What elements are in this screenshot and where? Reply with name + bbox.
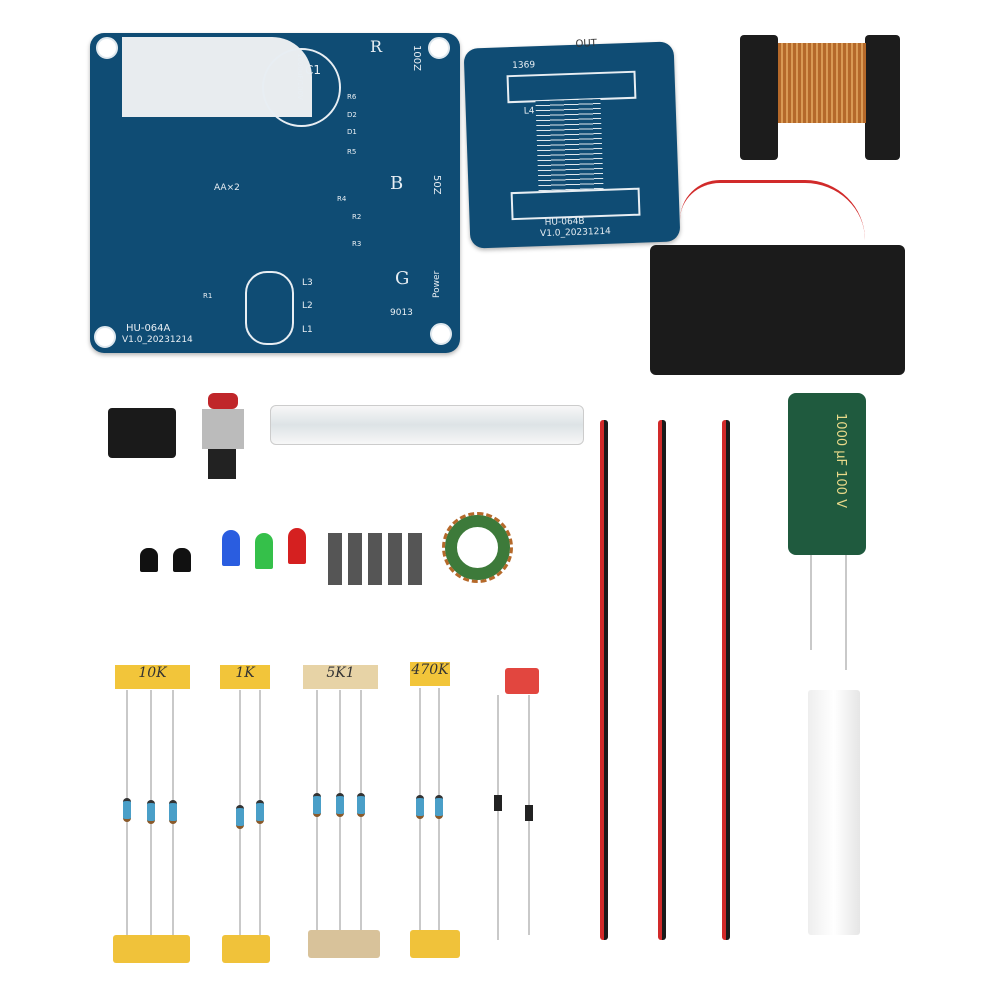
board-b-version: V1.0_20231214: [539, 226, 612, 240]
power-label: Power: [432, 270, 442, 298]
toroid-coil: [442, 512, 513, 583]
wire-red-black: [722, 420, 730, 940]
header-top: [506, 70, 637, 104]
cap-lead: [845, 555, 847, 670]
resistor: [123, 798, 131, 822]
glass-tube: [270, 405, 584, 445]
coil-footprint: [245, 271, 294, 345]
led-blue: [222, 530, 240, 566]
led-r-code: 100Z: [411, 45, 422, 71]
resistor: [336, 793, 344, 817]
cap-lead: [810, 555, 812, 650]
push-button: [200, 393, 245, 508]
battery-holder: [650, 245, 905, 375]
resistor-label-r2: R2: [352, 213, 362, 221]
resistor: [416, 795, 424, 819]
transformer: [740, 35, 900, 165]
resistor: [147, 800, 155, 824]
tape-foot: [222, 935, 270, 963]
resistor-label-r6: R6: [347, 93, 357, 101]
tag-1k: 1K: [220, 665, 270, 689]
transistor: [140, 548, 158, 572]
coil-l4-label: L4: [523, 106, 535, 117]
mount-hole: [96, 37, 118, 59]
diode: [494, 795, 502, 811]
ferrite-beads: [328, 533, 424, 585]
wire-red-black: [600, 420, 608, 940]
transistor: [173, 548, 191, 572]
resistor: [313, 793, 321, 817]
board-a-version: V1.0_20231214: [122, 335, 193, 345]
resistor: [357, 793, 365, 817]
header-bottom: [510, 187, 641, 221]
tag-470k: 470K: [410, 662, 450, 686]
led-red: [288, 528, 306, 564]
coil-label-l3: L3: [302, 278, 313, 288]
tape-foot: [113, 935, 190, 963]
cap-label: C1: [305, 63, 322, 77]
diode-label-d2: D2: [347, 111, 357, 119]
led-b-code: 50Z: [431, 175, 442, 195]
resistor-label-r3: R3: [352, 240, 362, 248]
resistor: [236, 805, 244, 829]
tape-foot: [308, 930, 380, 958]
mount-hole: [94, 326, 116, 348]
capacitor-footprint: [262, 48, 341, 127]
pcb-board-a: C1 1000uF/100V AA×2 R 100Z B 50Z G Power…: [90, 33, 460, 353]
led-green: [255, 533, 273, 569]
resistor: [169, 800, 177, 824]
out-label: OUT: [575, 38, 597, 50]
transistor-label: 9013: [390, 308, 413, 318]
led-g-label: G: [395, 268, 410, 289]
resistor: [435, 795, 443, 819]
ceramic-capacitor: [505, 668, 539, 694]
resistor-label-r1: R1: [203, 292, 213, 300]
resistor: [256, 800, 264, 824]
led-r-label: R: [370, 37, 383, 56]
battery-label: AA×2: [214, 183, 240, 193]
board-a-model: HU-064A: [126, 323, 171, 334]
capacitor-label: 1000 µF 100 V: [832, 413, 848, 508]
resistor-label-r4: R4: [337, 195, 347, 203]
board-b-code: 1369: [512, 60, 536, 72]
diode-label-d1: D1: [347, 128, 357, 136]
diode: [525, 805, 533, 821]
mount-hole: [428, 37, 450, 59]
heat-shrink-tube: [808, 690, 860, 935]
coil-pattern: [535, 98, 604, 192]
cap-value-label: 1000uF/100V: [296, 53, 304, 100]
battery-wire-red: [680, 180, 865, 243]
coil-label-l2: L2: [302, 301, 313, 311]
mount-hole: [430, 323, 452, 345]
board-b-model: HU-064B: [544, 216, 585, 228]
tag-10k: 10K: [115, 665, 190, 689]
pcb-board-b: OUT 1369 L4 HU-064B V1.0_20231214: [463, 38, 681, 249]
coil-label-l1: L1: [302, 325, 313, 335]
tag-5k1: 5K1: [303, 665, 378, 689]
tape-foot: [410, 930, 460, 958]
wire-red-black: [658, 420, 666, 940]
lead: [497, 695, 499, 940]
electrolytic-capacitor: 1000 µF 100 V: [788, 393, 866, 555]
resistor-label-r5: R5: [347, 148, 357, 156]
led-b-label: B: [390, 173, 404, 194]
rocker-switch: [108, 408, 176, 458]
